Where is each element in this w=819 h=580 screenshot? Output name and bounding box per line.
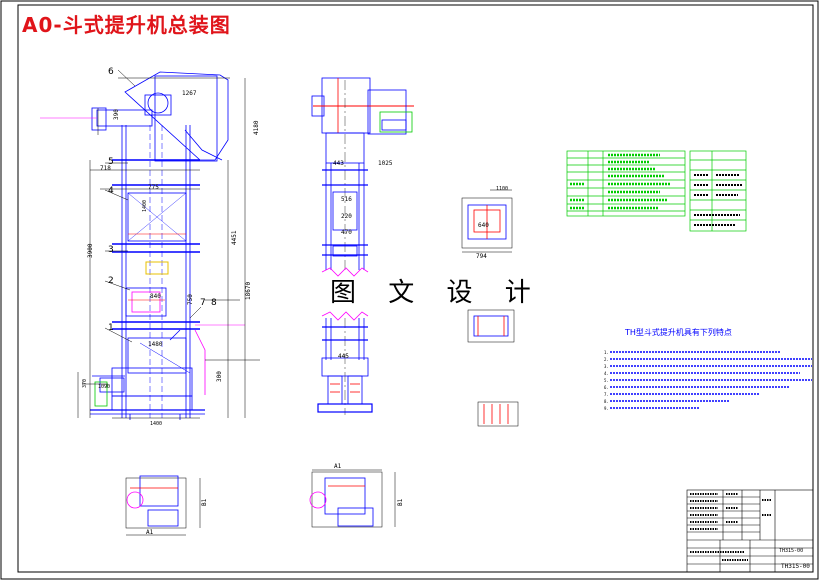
balloon-6: 6 (108, 67, 114, 77)
front-view-labels: 6 5 4 3 2 1 7 8 1267 390 4180 718 775 14… (82, 67, 260, 427)
dim-443: 443 (333, 160, 344, 167)
note-8: 8. (604, 399, 609, 404)
spec-table-2 (689, 150, 747, 232)
note-1: 1. (604, 350, 609, 355)
dim-640: 640 (478, 222, 489, 229)
dim-a1-right: A1 (334, 463, 342, 470)
dim-1090: 1090 (98, 384, 110, 390)
dim-718: 718 (100, 165, 111, 172)
balloon-2: 2 (108, 276, 114, 286)
dim-b1-left: B1 (201, 498, 208, 506)
watermark: 图 文 设 计 (330, 278, 543, 308)
dim-1025: 1025 (378, 160, 393, 167)
note-6: 6. (604, 385, 609, 390)
dim-390: 390 (113, 109, 120, 120)
dim-750: 750 (187, 294, 194, 305)
dim-4180: 4180 (253, 120, 260, 135)
bottom-detail-left (125, 475, 201, 536)
dim-4451: 4451 (231, 230, 238, 245)
dim-300: 300 (216, 371, 223, 382)
side-view-labels: 443 1025 516 220 470 445 (333, 160, 393, 360)
side-view-lower (317, 311, 373, 415)
dim-1267: 1267 (182, 90, 197, 97)
head-hood (124, 71, 229, 161)
dim-516: 516 (341, 196, 352, 203)
dim-794: 794 (476, 253, 487, 260)
note-2: 2. (604, 357, 609, 362)
note-9: 9. (604, 406, 609, 411)
front-view-balloons (104, 69, 202, 343)
dim-1480: 1480 (148, 341, 163, 348)
drawing-title: A0-斗式提升机总装图 (22, 13, 231, 37)
dim-220: 220 (341, 213, 352, 220)
dim-775: 775 (148, 184, 159, 191)
notes-lines (610, 351, 812, 409)
bottom-detail-right (309, 469, 396, 528)
balloon-5: 5 (108, 157, 114, 167)
dim-840: 840 (150, 293, 161, 300)
balloon-3: 3 (108, 245, 114, 255)
drawing-number-1: TH315-00 (779, 548, 803, 554)
dim-1400-b: 1400 (150, 421, 162, 427)
dim-3900: 3900 (87, 243, 94, 258)
dim-1100: 1100 (496, 186, 508, 192)
detail-views-middle (461, 189, 519, 427)
dim-a1-left: A1 (146, 529, 154, 536)
drive-unit (96, 109, 153, 127)
dim-18670: 18670 (245, 282, 252, 300)
notes-numbers: 1. 2. 3. 4. 5. 6. 7. 8. 9. (604, 350, 609, 411)
notes-heading: TH型斗式提升机具有下列特点 (624, 327, 732, 337)
dim-370: 370 (82, 379, 88, 388)
dim-470: 470 (341, 229, 352, 236)
note-5: 5. (604, 378, 609, 383)
detail-labels: 1100 640 794 (476, 186, 508, 260)
bottom-detail-labels: A1 B1 A1 B1 (146, 463, 404, 536)
balloon-7: 7 (200, 298, 206, 308)
note-7: 7. (604, 392, 609, 397)
note-4: 4. (604, 371, 609, 376)
side-view-upper (311, 77, 414, 277)
inner-border (17, 4, 814, 573)
dim-b1-right: B1 (397, 498, 404, 506)
dim-1400-a: 1400 (142, 200, 148, 212)
drawing-number-2: TH315-00 (781, 563, 810, 570)
front-view (40, 71, 260, 420)
dim-445: 445 (338, 353, 349, 360)
balloon-8: 8 (211, 298, 217, 308)
title-block (686, 489, 814, 573)
head-pulley (147, 92, 169, 114)
spec-table-1 (566, 150, 686, 217)
balloon-1: 1 (108, 323, 114, 333)
balloon-4: 4 (108, 186, 114, 196)
note-3: 3. (604, 364, 609, 369)
